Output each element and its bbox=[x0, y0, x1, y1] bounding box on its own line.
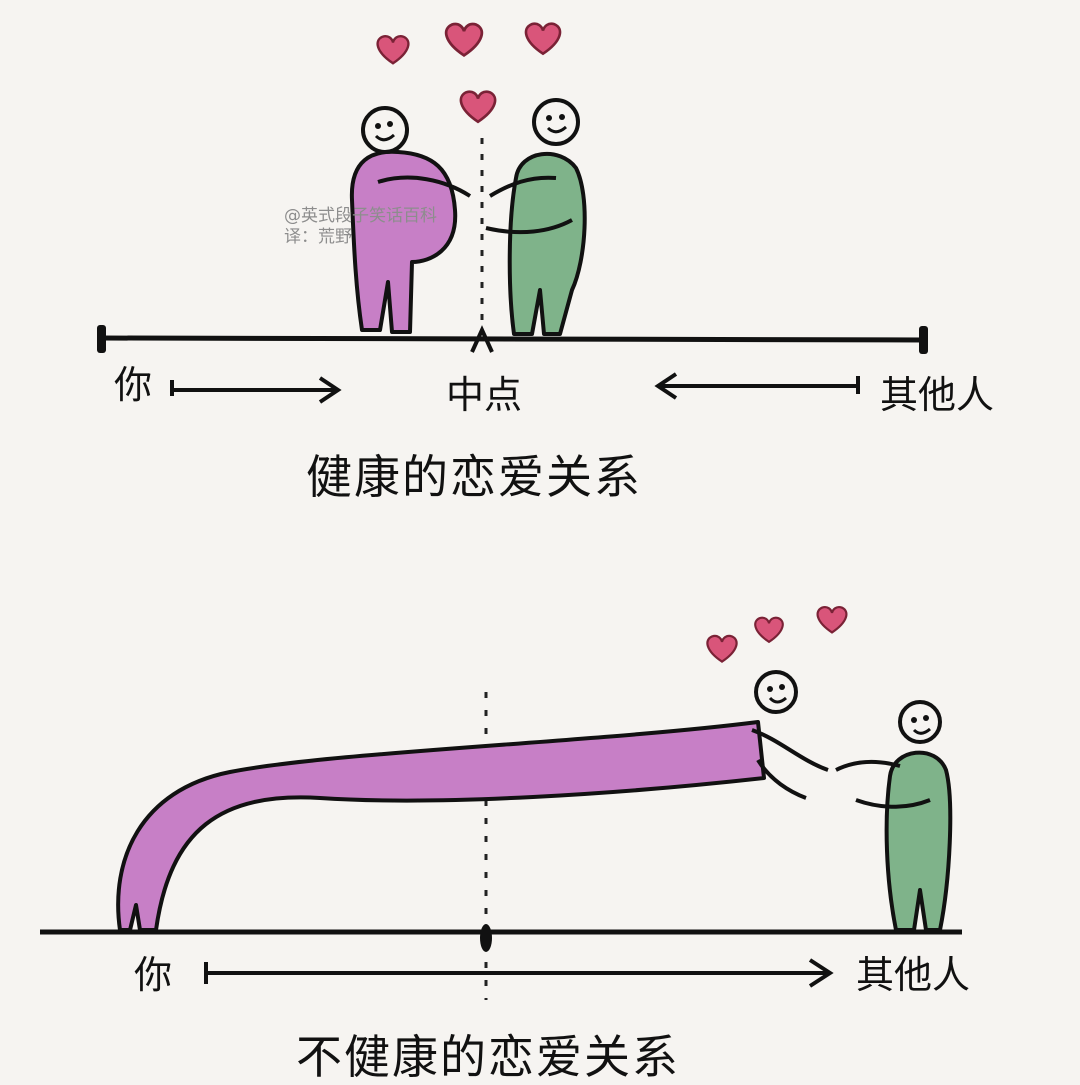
stick-figure-pink-stretched bbox=[116, 670, 829, 932]
heart-icon bbox=[524, 22, 562, 56]
heart-icon bbox=[444, 22, 484, 57]
stick-figure-pink bbox=[349, 106, 472, 334]
heart-icon bbox=[816, 605, 848, 634]
label-you: 你 bbox=[134, 953, 173, 997]
heart-icon bbox=[706, 634, 738, 663]
label-others: 其他人 bbox=[880, 373, 995, 417]
heart-icon bbox=[754, 616, 784, 644]
label-you: 你 bbox=[114, 363, 153, 407]
caption-healthy: 健康的恋爱关系 bbox=[306, 450, 642, 504]
stick-figure-green bbox=[835, 700, 953, 932]
arrow-right-icon bbox=[204, 958, 834, 988]
midpoint-mark bbox=[480, 924, 492, 952]
watermark: @英式段子笑话百科 译：荒野 bbox=[284, 206, 437, 248]
heart-icon bbox=[459, 90, 497, 124]
label-midpoint: 中点 bbox=[446, 373, 523, 417]
midpoint-mark bbox=[470, 325, 494, 353]
relationship-line bbox=[101, 335, 925, 343]
arrow-left-icon bbox=[654, 372, 860, 400]
line-end-right bbox=[919, 326, 928, 354]
caption-unhealthy: 不健康的恋爱关系 bbox=[296, 1030, 680, 1084]
watermark-line-2: 译：荒野 bbox=[284, 227, 352, 247]
label-others: 其他人 bbox=[856, 953, 971, 997]
watermark-line-1: @英式段子笑话百科 bbox=[284, 206, 437, 226]
heart-icon bbox=[376, 34, 410, 65]
arrow-right-icon bbox=[170, 376, 342, 404]
line-end-left bbox=[97, 325, 106, 353]
stick-figure-green bbox=[485, 98, 587, 336]
